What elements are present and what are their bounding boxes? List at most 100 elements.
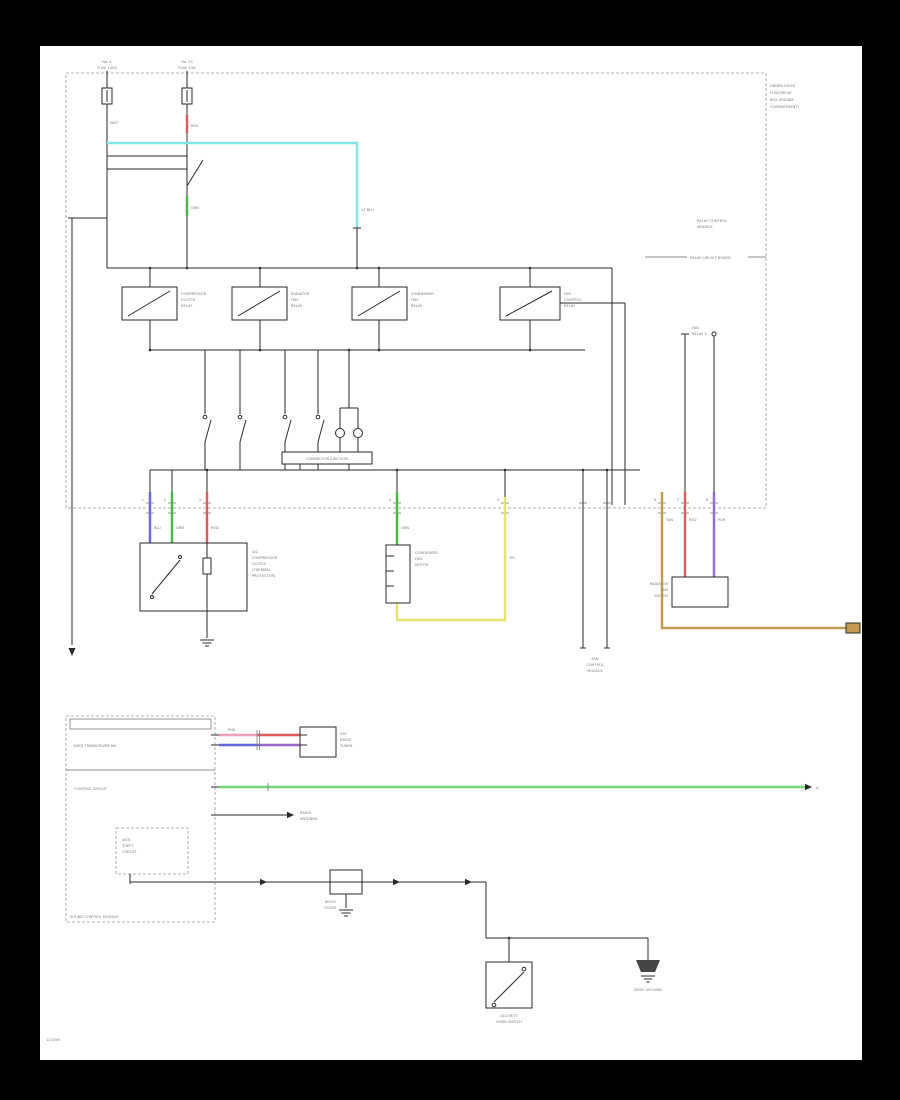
corner-label-line4: COMPARTMENT) [770, 105, 800, 109]
code-red-left: RED [211, 526, 219, 530]
antenna-run: RADIO ANTENNA [219, 811, 318, 821]
relay-b-label1: RADIATOR [291, 292, 310, 296]
sat-tuner-wires: PNK SAT RADIO TUNER [219, 726, 353, 758]
tan-wire [660, 492, 848, 630]
relay-c-label3: RELAY [411, 304, 423, 308]
code-grn-mid: GRN [401, 526, 409, 530]
right-arrow-connector [805, 783, 812, 791]
relay-a-label2: CLUTCH [181, 298, 195, 302]
relay-b-label2: FAN [291, 298, 298, 302]
condenser-fan-box: CONDENSER FAN MOTOR [385, 544, 438, 604]
compressor-clutch-box: A/C COMPRESSOR CLUTCH (THERMAL PROTECTOR… [139, 542, 278, 647]
chain-arrow-1 [260, 878, 267, 886]
bottom-chain: NOISE FILTER [130, 869, 649, 962]
comp1-label2: COMPRESSOR [252, 556, 278, 560]
comp2-label3: MOTOR [415, 563, 429, 567]
page-code: 123456 [46, 1038, 60, 1042]
cyan-wire-run: LT BLU [107, 141, 374, 268]
sound-control-module: DATA TRANSCEIVER AM CONTROL CIRCUIT ANTI… [65, 715, 219, 923]
module-inner-label1: ANTI- [122, 838, 132, 842]
ground-symbol-3 [641, 975, 655, 983]
comp2-label1: CONDENSER [415, 551, 438, 555]
pin-1: 1 [142, 498, 144, 502]
module-row1-label: DATA TRANSCEIVER AM [74, 744, 116, 748]
relay-c-label1: CONDENSER [411, 292, 434, 296]
noise-filter-label1: NOISE [325, 900, 337, 904]
antenna-arrow-connector [287, 811, 294, 819]
code-tan: TAN [665, 518, 673, 522]
fuse-2-number: No. 15 [181, 60, 193, 64]
relay-compressor-clutch: COMPRESSOR CLUTCH RELAY [121, 286, 207, 321]
comp2-label2: FAN [415, 557, 422, 561]
comp3-label3: MOTOR [655, 594, 669, 598]
junction-bar-label: CONNECTOR JUNCTION [306, 457, 348, 461]
long-green-run: A [219, 783, 819, 791]
junction-connector-bar: CONNECTOR JUNCTION [281, 451, 373, 470]
comp1-label4: (THERMAL [252, 568, 271, 572]
fan-control-module-drops: FAN CONTROL MODULE [580, 470, 610, 673]
code-pur: PUR [718, 518, 726, 522]
module-name-label: SOUND CONTROL MODULE [70, 915, 119, 919]
pin-6: 6 [654, 498, 657, 502]
module-inner-label3: CIRCUIT [122, 850, 137, 854]
module-inner-label2: THEFT [121, 844, 134, 848]
ecm-label3: MODULE [587, 669, 603, 673]
yel-wire [395, 497, 507, 622]
sat-tuner-box [299, 726, 337, 758]
relay-d-label1: FAN [564, 292, 571, 296]
body-ground-connector: BODY GROUND [634, 960, 662, 992]
wire-code-grn: GRN [191, 206, 199, 210]
comp1-label5: PROTECTOR) [252, 574, 276, 578]
lower-distribution-bus [149, 468, 640, 497]
relay-control-module-area: RELAY CONTROL MODULE RELAY CIRCUIT BOARD [560, 219, 766, 505]
relay-output-bus [148, 320, 585, 352]
relay-a-label3: RELAY [181, 304, 193, 308]
noise-filter-label2: FILTER [324, 906, 336, 910]
ecm-label2: CONTROL [586, 663, 604, 667]
chain-arrow-2 [393, 878, 400, 886]
wire-code-red: RED [191, 124, 199, 128]
switch-label1: SECURITY [500, 1014, 518, 1018]
colored-wire-drops: BLU GRN RED GRN YEL TAN RED PUR [148, 492, 848, 630]
code-grn-left: GRN [176, 526, 184, 530]
module-row2-label: CONTROL CIRCUIT [74, 787, 108, 791]
pin-2: 2 [164, 498, 166, 502]
fuse-relay-box-boundary: UNDER-HOOD FUSE/RELAY BOX (ENGINE COMPAR… [65, 72, 800, 509]
code-red-right: RED [689, 518, 697, 522]
sat-label2: RADIO [340, 738, 352, 742]
ground-symbol-1 [200, 639, 214, 647]
chain-arrow-3 [465, 878, 472, 886]
sat-label1: SAT [340, 732, 348, 736]
code-pnk: PNK [228, 728, 236, 732]
ground-symbol-2 [339, 909, 353, 917]
relay-radiator-fan: RADIATOR FAN RELAY [231, 286, 310, 321]
relay-c-label2: FAN [411, 298, 418, 302]
horn-switch-box: SECURITY HORN SWITCH [485, 961, 533, 1024]
sat-label3: TUNER [339, 744, 353, 748]
fuse-2-rating: FUSE 15A [178, 66, 196, 70]
relay-control-label2: MODULE [697, 225, 713, 229]
pin-5: 5 [497, 498, 499, 502]
switch-label2: HORN SWITCH [496, 1020, 522, 1024]
relay-board-label: RELAY CIRCUIT BOARD [690, 256, 731, 260]
pin-3: 3 [199, 498, 201, 502]
down-arrow-terminal [68, 648, 76, 656]
radiator-fan-box: RADIATOR FAN MOTOR [650, 576, 729, 608]
lt-blu-wire [107, 141, 359, 228]
fan-relay-label2: RELAY 2 [692, 332, 707, 336]
fuse-1: No. 4 FUSE 100A WHT [97, 60, 119, 143]
fuse-2: No. 15 FUSE 15A RED [178, 60, 199, 143]
left-ground-run [68, 217, 76, 656]
code-blu: BLU [154, 526, 161, 530]
coil-symbols [335, 350, 363, 452]
corner-label-line1: UNDER-HOOD [770, 84, 795, 88]
relay-a-label1: COMPRESSOR [181, 292, 207, 296]
antenna-label2: ANTENNA [300, 817, 318, 821]
tan-terminal-connector [845, 622, 861, 634]
connector-a-label: A [816, 786, 819, 790]
comp1-label3: CLUTCH [252, 562, 266, 566]
comp1-label1: A/C [252, 550, 259, 554]
pin-7: 7 [677, 498, 679, 502]
